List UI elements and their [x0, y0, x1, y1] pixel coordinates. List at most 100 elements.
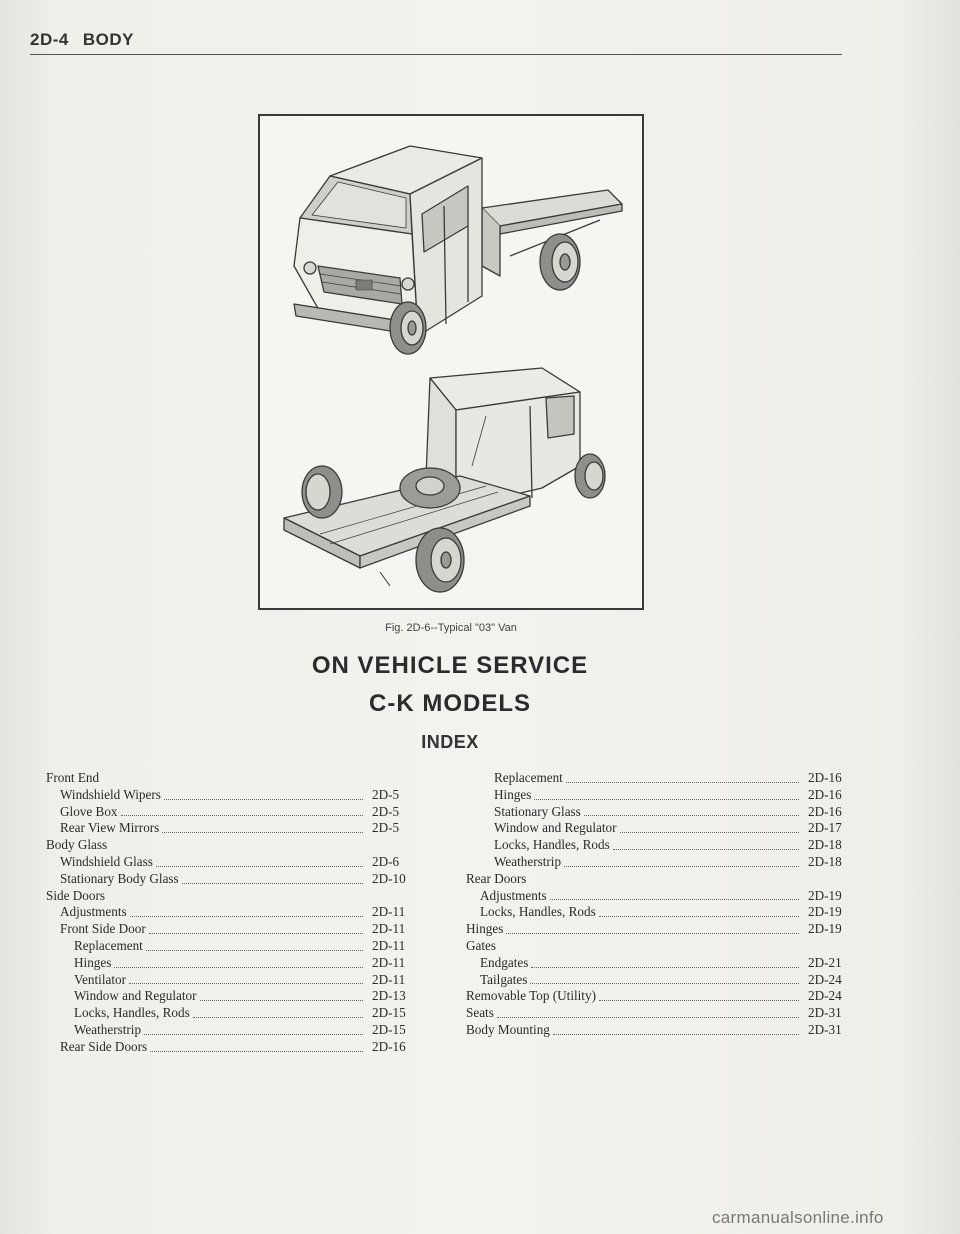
index-entry-label: Windshield Wipers: [60, 786, 161, 802]
index-entry-page: 2D-16: [808, 786, 842, 802]
dot-leader: [163, 798, 363, 800]
van-front-view: [293, 145, 623, 355]
index-entry: Replacement 2D-16: [466, 770, 850, 787]
index-entry-label: Body Mounting: [466, 1021, 550, 1037]
index-entry-label: Adjustments: [480, 887, 547, 903]
index-entry-label: Front End: [46, 770, 100, 785]
index-entry: Hinges 2D-19: [466, 921, 850, 938]
index-entry-label: Weatherstrip: [74, 1021, 142, 1037]
index-entry-page: 2D-11: [372, 954, 406, 970]
index-entry-label: Hinges: [74, 954, 112, 970]
index-entry-label: Endgates: [480, 954, 529, 970]
index-entry-page: 2D-5: [372, 803, 400, 819]
index-entry: Adjustments 2D-19: [466, 888, 850, 905]
dot-leader: [144, 1033, 363, 1035]
dot-leader: [181, 882, 363, 884]
index-entry: Front Side Door 2D-11: [46, 921, 414, 938]
index-entry-page: 2D-18: [808, 837, 842, 853]
index-entry-page: 2D-18: [808, 853, 842, 869]
index-entry-label: Tailgates: [480, 971, 528, 987]
dot-leader: [120, 815, 363, 817]
van-illustration: [283, 145, 623, 593]
index-entry-label: Removable Top (Utility): [466, 988, 596, 1004]
index-entry-label: Front Side Door: [60, 921, 146, 937]
dot-leader: [564, 865, 799, 867]
van-rear-view: [283, 367, 606, 593]
index-entry-label: Stationary Body Glass: [60, 870, 179, 886]
index-entry-page: 2D-19: [808, 921, 842, 937]
index-entry-page: 2D-11: [372, 921, 406, 937]
index-entry-label: Locks, Handles, Rods: [480, 904, 596, 920]
dot-leader: [129, 983, 363, 985]
dot-leader: [145, 949, 363, 951]
dot-leader: [534, 798, 799, 800]
index-entry-label: Replacement: [494, 770, 563, 785]
index-entry-label: Hinges: [466, 921, 504, 937]
index-entry-label: Seats: [466, 1005, 494, 1021]
index-entry: Hinges 2D-11: [46, 955, 414, 972]
index-entry-page: 2D-16: [372, 1038, 406, 1054]
index-entry-page: 2D-31: [808, 1021, 842, 1037]
index-entry-page: 2D-11: [372, 971, 406, 987]
dot-leader: [619, 832, 799, 834]
dot-leader: [530, 983, 799, 985]
index-entry: Replacement 2D-11: [46, 938, 414, 955]
index-entry-label: Rear Doors: [466, 870, 527, 886]
index-entry-page: 2D-31: [808, 1005, 842, 1021]
index-entry: Seats 2D-31: [466, 1005, 850, 1022]
index-entry-page: 2D-17: [808, 820, 842, 836]
index-entry: Endgates 2D-21: [466, 955, 850, 972]
dot-leader: [612, 848, 799, 850]
dot-leader: [162, 832, 363, 834]
figure-caption: Fig. 2D-6--Typical "03" Van: [385, 622, 517, 634]
index-entry-label: Locks, Handles, Rods: [74, 1005, 190, 1021]
index-entry-label: Replacement: [74, 937, 143, 953]
dot-leader: [598, 916, 799, 918]
dot-leader: [114, 966, 363, 968]
index-entry-page: 2D-24: [808, 988, 842, 1004]
index-entry: Window and Regulator 2D-17: [466, 820, 850, 837]
index-entry-label: Hinges: [494, 786, 532, 802]
index-entry-page: 2D-11: [372, 937, 406, 953]
index-entry-page: 2D-24: [808, 971, 842, 987]
title-ck-models: C-K MODELS: [369, 690, 531, 717]
index-entry-page: 2D-11: [372, 904, 406, 920]
dot-leader: [155, 865, 363, 867]
index-entry-page: 2D-5: [372, 786, 400, 802]
dot-leader: [552, 1033, 799, 1035]
index-entry-page: 2D-16: [808, 770, 842, 785]
index-entry: Hinges 2D-16: [466, 787, 850, 804]
index-entry-page: 2D-21: [808, 954, 842, 970]
index-entry: Rear Side Doors 2D-16: [46, 1039, 414, 1056]
header-rule: [30, 54, 842, 55]
index-entry-label: Window and Regulator: [494, 820, 617, 836]
index-entry: Weatherstrip 2D-15: [46, 1022, 414, 1039]
dot-leader: [148, 932, 363, 934]
index-entry-label: Window and Regulator: [74, 988, 197, 1004]
index-entry-label: Weatherstrip: [494, 853, 562, 869]
index-entry-label: Ventilator: [74, 971, 127, 987]
index-entry-page: 2D-16: [808, 803, 842, 819]
index-entry-page: 2D-5: [372, 820, 400, 836]
figure-frame: [258, 114, 644, 610]
index-entry-label: Rear Side Doors: [60, 1038, 148, 1054]
section-title: BODY: [82, 30, 134, 49]
dot-leader: [598, 1000, 799, 1002]
index-entry-page: 2D-6: [372, 853, 400, 869]
index-entry-page: 2D-19: [808, 904, 842, 920]
index-entry-page: 2D-19: [808, 887, 842, 903]
index-entry: Side Doors: [46, 888, 414, 905]
index-entry-label: Glove Box: [60, 803, 118, 819]
index-entry-page: 2D-15: [372, 1021, 406, 1037]
index-entry: Weatherstrip 2D-18: [466, 854, 850, 871]
dot-leader: [549, 899, 799, 901]
title-index: INDEX: [421, 732, 479, 752]
